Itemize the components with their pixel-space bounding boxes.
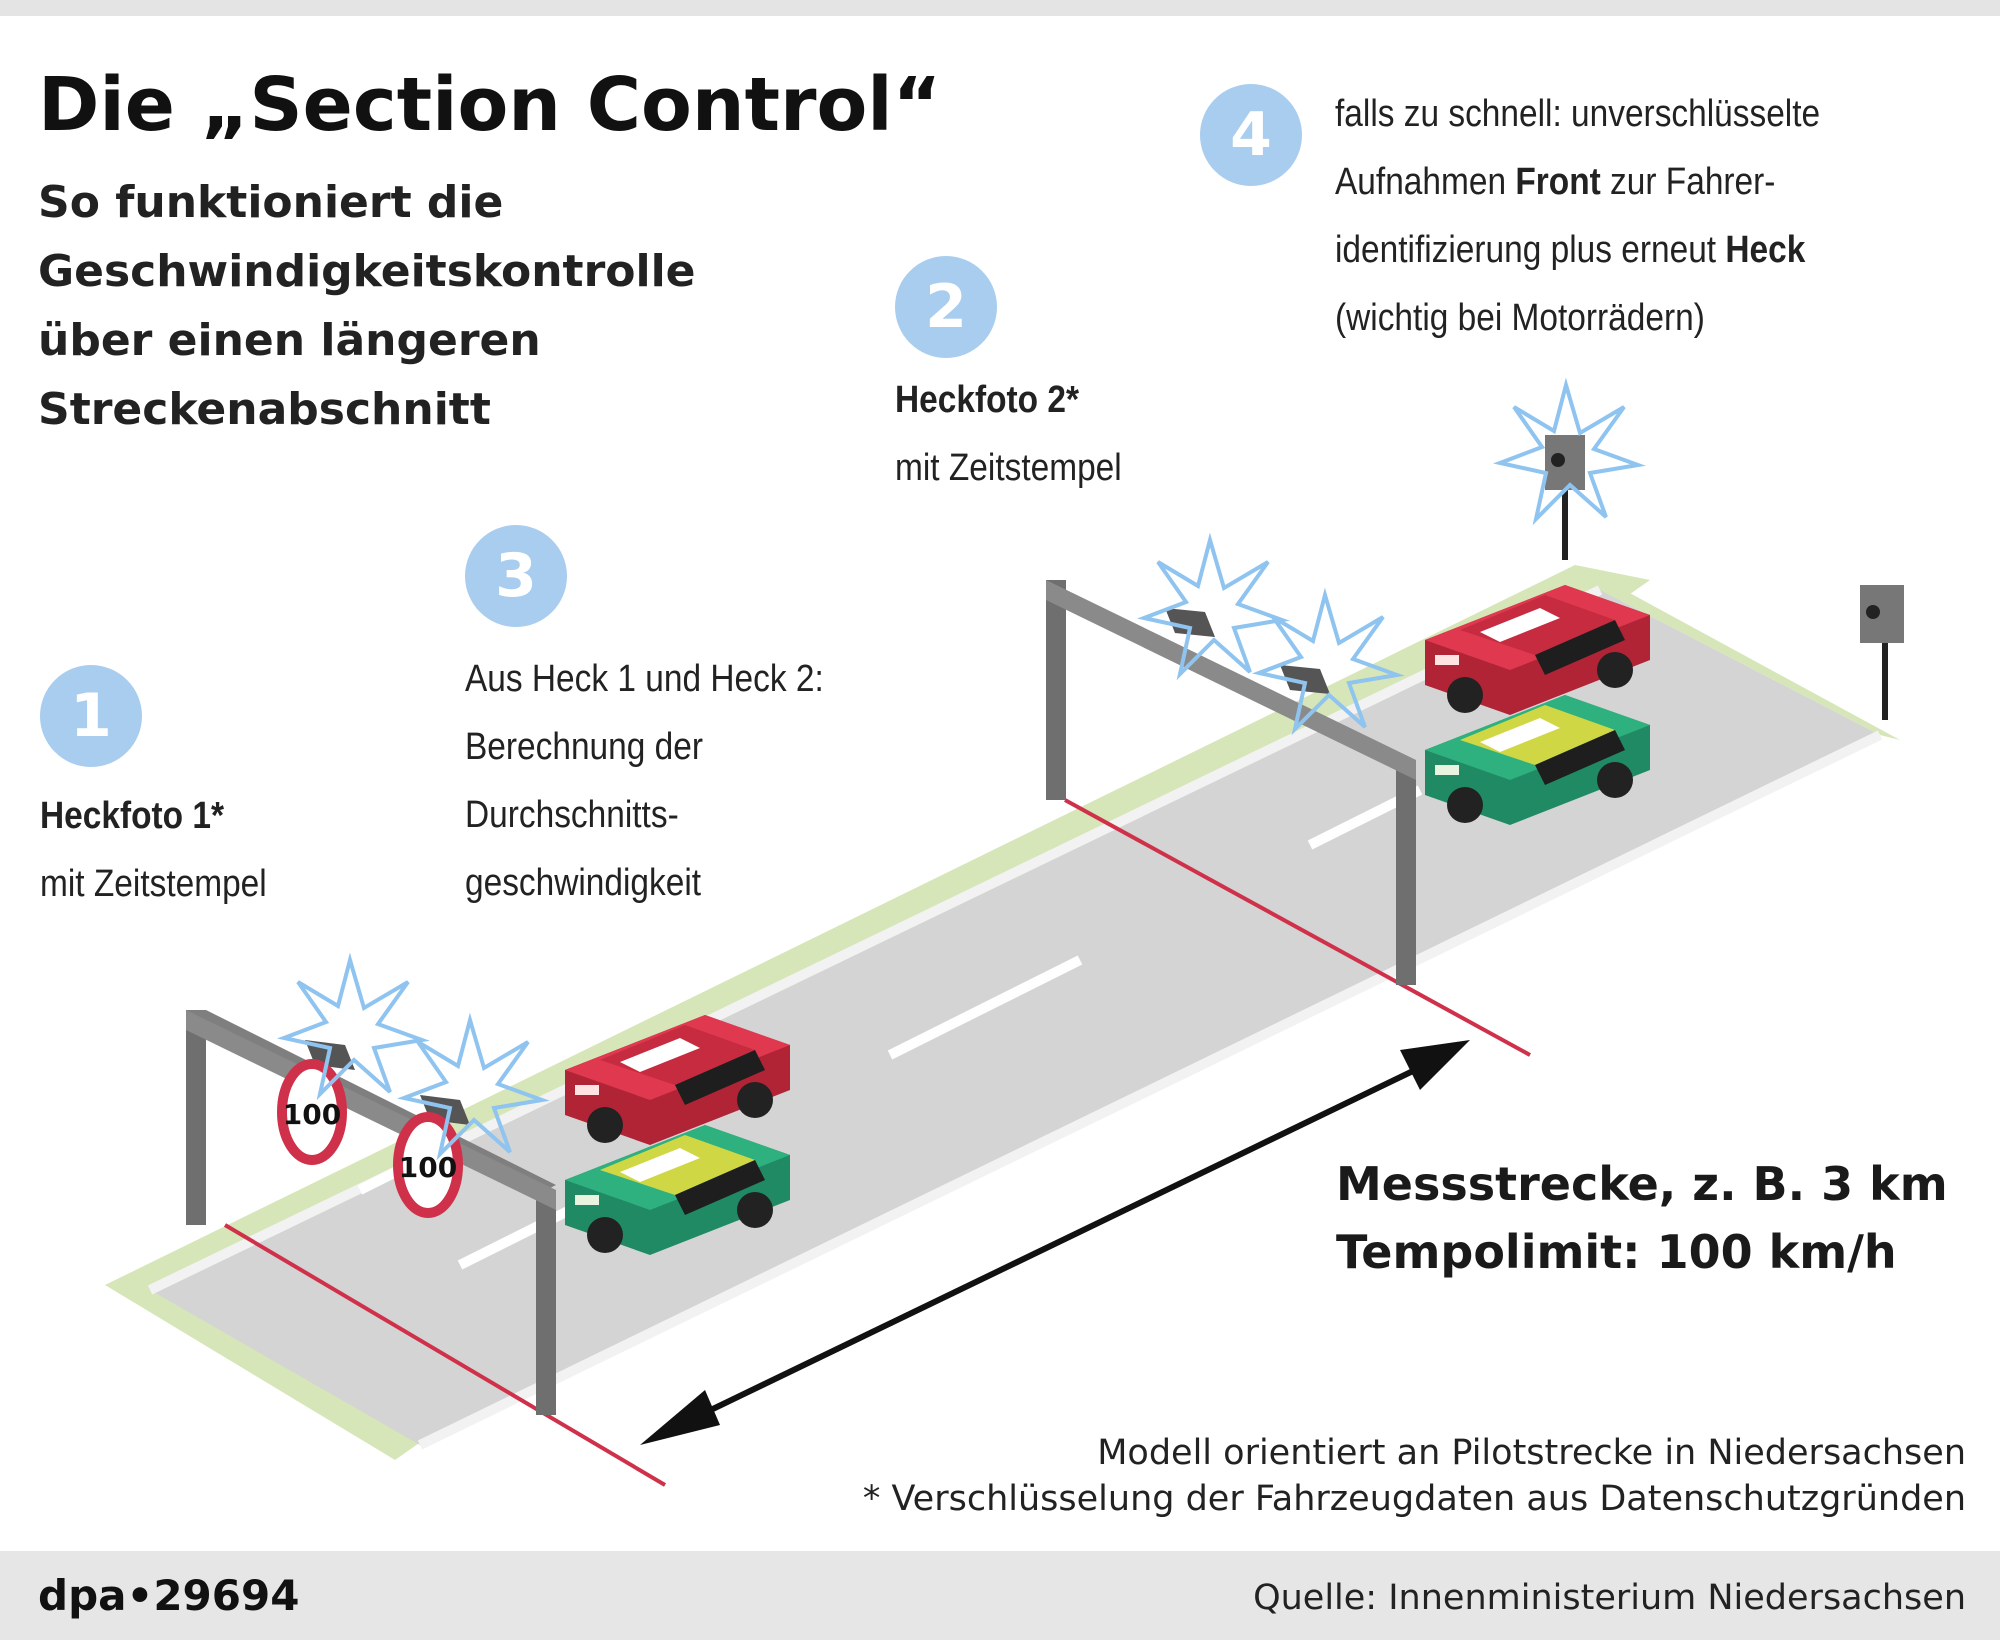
measurement-arrow: [640, 1040, 1470, 1445]
step-3-badge: 3: [465, 525, 567, 627]
step-3-line: Berechnung der: [465, 726, 703, 768]
source-credit: Quelle: Innenministerium Niedersachsen: [1253, 1578, 1966, 1618]
roadside-camera-rear: [1860, 585, 1904, 720]
step-4-line: falls zu schnell: unverschlüsselte: [1335, 93, 1821, 135]
step-4-line: identifizierung plus erneut Heck: [1335, 229, 1806, 271]
step-2-heading: Heckfoto 2*: [895, 379, 1079, 421]
page-title: Die „Section Control“: [38, 62, 942, 148]
step-4-badge: 4: [1200, 84, 1302, 186]
measurement-distance: Messstrecke, z. B. 3 km: [1336, 1157, 1948, 1211]
roadside-camera-front: [1545, 435, 1585, 560]
gantry-2: [1046, 580, 1416, 985]
encryption-note: * Verschlüsselung der Fahrzeugdaten aus …: [862, 1479, 1966, 1519]
step-1-detail: mit Zeitstempel: [40, 863, 267, 905]
step-4-line: Aufnahmen Front zur Fahrer-: [1335, 161, 1776, 203]
step-3-text: Aus Heck 1 und Heck 2: Berechnung der Du…: [465, 645, 824, 917]
road: [105, 565, 1900, 1487]
step-3-line: geschwindigkeit: [465, 862, 702, 904]
step-2-badge: 2: [895, 256, 997, 358]
step-1-text: Heckfoto 1* mit Zeitstempel: [40, 782, 267, 918]
measurement-info: Messstrecke, z. B. 3 km Tempolimit: 100 …: [1336, 1150, 1948, 1286]
agency-id: dpa•29694: [38, 1571, 300, 1620]
svg-text:100: 100: [283, 1098, 341, 1131]
top-strip: [0, 0, 2000, 16]
step-3-line: Durchschnitts-: [465, 794, 679, 836]
footnotes: Modell orientiert an Pilotstrecke in Nie…: [863, 1430, 1966, 1522]
footer-bar: dpa•29694 Quelle: Innenministerium Niede…: [0, 1551, 2000, 1640]
page-subtitle: So funktioniert die Geschwindigkeitskont…: [38, 177, 696, 435]
step-2-text: Heckfoto 2* mit Zeitstempel: [895, 366, 1122, 502]
step-2-detail: mit Zeitstempel: [895, 447, 1122, 489]
step-4-line: (wichtig bei Motorrädern): [1335, 297, 1705, 339]
step-3-line: Aus Heck 1 und Heck 2:: [465, 658, 824, 700]
svg-text:100: 100: [399, 1151, 457, 1184]
measurement-limit: Tempolimit: 100 km/h: [1336, 1225, 1897, 1279]
model-note: Modell orientiert an Pilotstrecke in Nie…: [1097, 1433, 1966, 1473]
speed-sign-2: 100: [393, 1112, 463, 1218]
step-1-badge: 1: [40, 665, 142, 767]
step-1-heading: Heckfoto 1*: [40, 795, 224, 837]
step-4-text: falls zu schnell: unverschlüsselte Aufna…: [1335, 80, 1820, 352]
